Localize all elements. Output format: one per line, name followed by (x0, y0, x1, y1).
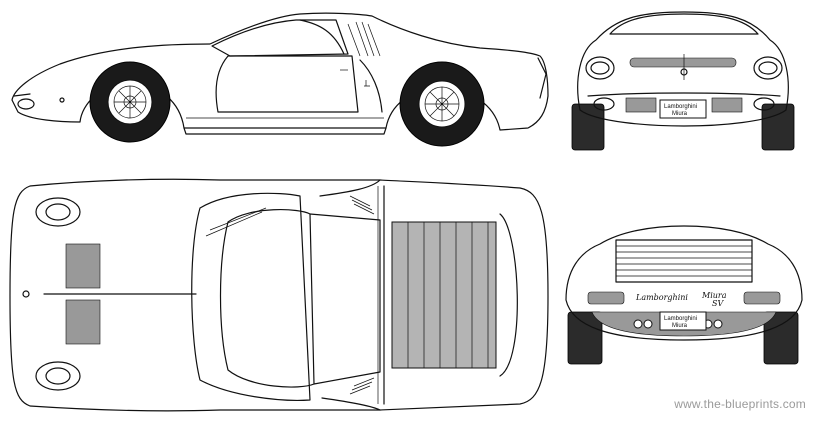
rear-left-tire (567, 311, 603, 365)
front-headlight-left (585, 56, 615, 80)
rear-badge-model: Miura (701, 291, 727, 300)
top-view (9, 178, 549, 412)
top-windscreen (191, 192, 311, 401)
top-headlight-top (35, 197, 81, 227)
top-engine-louvres (391, 221, 497, 369)
rear-taillight-left (587, 291, 625, 305)
front-windscreen (609, 13, 759, 35)
side-window (211, 19, 349, 57)
front-headlight-right (753, 56, 783, 80)
rear-taillight-right (743, 291, 781, 305)
front-plate-line1: Lamborghini (664, 104, 697, 110)
side-door (215, 55, 359, 113)
rear-plate-line1: Lamborghini (664, 316, 697, 322)
front-view: Lamborghini Miura (571, 11, 795, 151)
side-rear-wheel (399, 61, 485, 147)
rear-badge-suffix: SV (712, 299, 724, 308)
rear-right-tire (763, 311, 799, 365)
side-intake (359, 59, 383, 113)
watermark-text: www.the-blueprints.com (674, 397, 806, 411)
front-lower-grille-left (625, 97, 657, 113)
front-upper-grille (629, 57, 737, 68)
top-hood-vent-top (65, 243, 101, 289)
rear-license-plate (659, 311, 707, 331)
front-license-plate (659, 99, 707, 119)
top-hood-vent-bottom (65, 299, 101, 345)
side-sill (183, 127, 387, 135)
side-louvres (347, 21, 381, 57)
side-headlight (17, 98, 35, 110)
side-front-wheel (89, 61, 171, 143)
front-right-tire (761, 103, 795, 151)
side-view (11, 12, 549, 147)
rear-plate-line2: Miura (672, 323, 688, 329)
rear-view: Lamborghini Miura SV Lamborghini Miura (565, 225, 803, 365)
rear-body-outline (565, 225, 803, 341)
top-wiper (205, 211, 263, 237)
rear-louvre-panel (615, 239, 753, 283)
top-body-outline (9, 178, 549, 412)
front-plate-line2: Miura (672, 111, 688, 117)
top-roof (219, 209, 315, 388)
front-body-outline (577, 11, 789, 127)
top-headlight-bottom (35, 361, 81, 391)
front-lower-grille-right (711, 97, 743, 113)
front-left-tire (571, 103, 605, 151)
rear-badge-left: Lamborghini (635, 293, 688, 302)
